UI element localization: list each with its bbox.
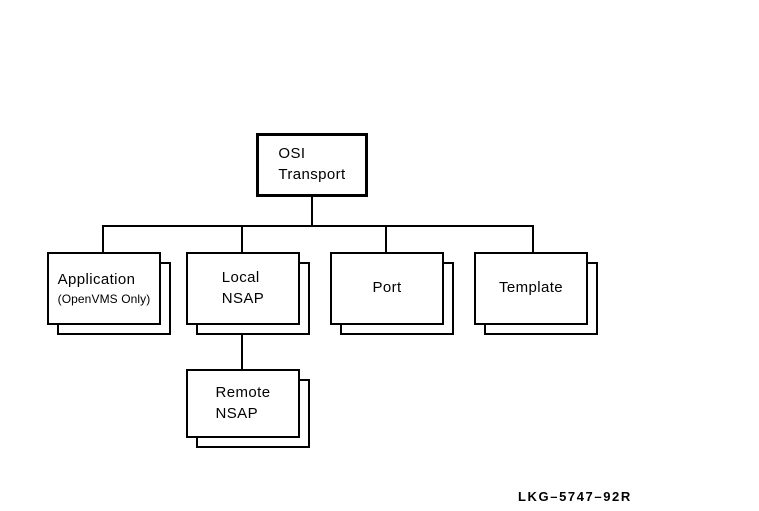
node-local-nsap[interactable]: Local NSAP — [186, 252, 310, 335]
node-application[interactable]: Application (OpenVMS Only) — [47, 252, 171, 335]
connector-bus-to-port — [385, 225, 387, 253]
connector-bus-to-template — [532, 225, 534, 253]
node-port-label: Port — [372, 279, 402, 297]
connector-bus-to-local-nsap — [241, 225, 243, 253]
node-port-box: Port — [330, 252, 444, 325]
node-osi-transport-box: OSI Transport — [256, 133, 368, 197]
connector-root-to-bus — [311, 196, 313, 227]
node-template-box: Template — [474, 252, 588, 325]
node-template-label: Template — [498, 279, 564, 297]
node-application-box: Application (OpenVMS Only) — [47, 252, 161, 325]
node-local-nsap-box: Local NSAP — [186, 252, 300, 325]
connector-local-nsap-to-remote-nsap — [241, 324, 243, 370]
node-osi-transport-label: OSI Transport — [278, 145, 346, 183]
node-template[interactable]: Template — [474, 252, 598, 335]
connector-bus — [102, 225, 534, 227]
node-application-label: Application (OpenVMS Only) — [57, 270, 151, 306]
node-port[interactable]: Port — [330, 252, 454, 335]
figure-artwork-id: LKG–5747–92R — [518, 489, 632, 504]
connector-bus-to-application — [102, 225, 104, 253]
node-remote-nsap[interactable]: Remote NSAP — [186, 369, 310, 448]
node-osi-transport[interactable]: OSI Transport — [256, 133, 368, 197]
node-remote-nsap-box: Remote NSAP — [186, 369, 300, 438]
node-remote-nsap-label: Remote NSAP — [215, 383, 271, 422]
node-local-nsap-label: Local NSAP — [221, 268, 265, 307]
